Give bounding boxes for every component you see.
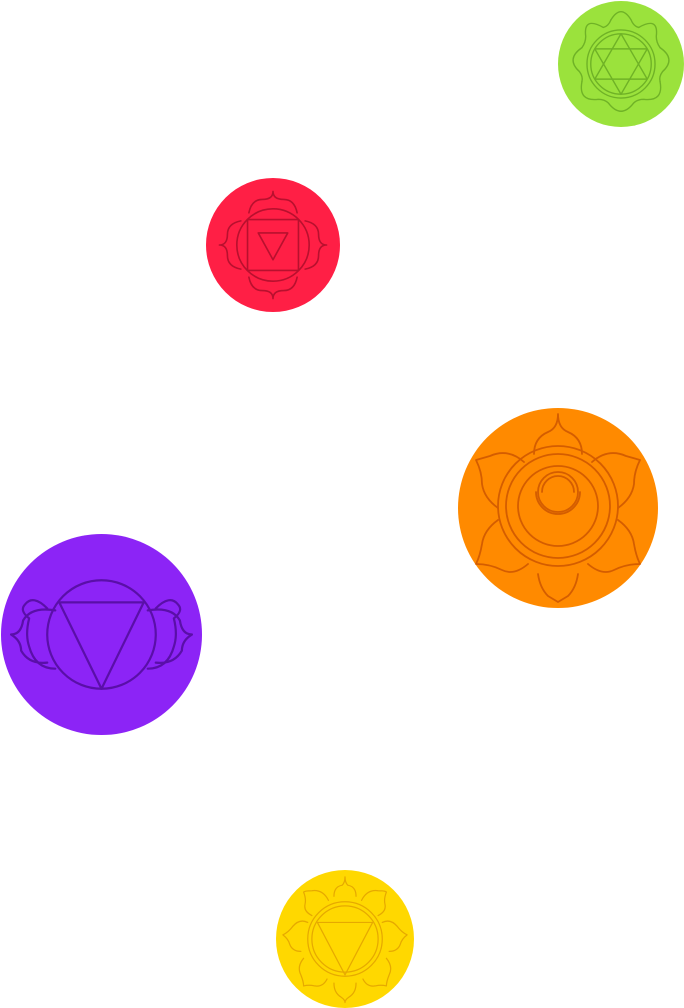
heart-chakra-icon: [558, 1, 684, 127]
solar-plexus-chakra-icon: [276, 870, 414, 1008]
solar-plexus-chakra-symbol: [282, 876, 408, 1004]
third-eye-chakra-symbol: [9, 579, 194, 690]
third-eye-chakra-icon: [1, 534, 202, 735]
sacral-chakra-icon: [458, 408, 658, 608]
heart-chakra-symbol: [572, 11, 670, 112]
sacral-chakra-symbol: [475, 413, 641, 603]
root-chakra-symbol: [218, 190, 328, 300]
root-chakra-icon: [206, 178, 340, 312]
